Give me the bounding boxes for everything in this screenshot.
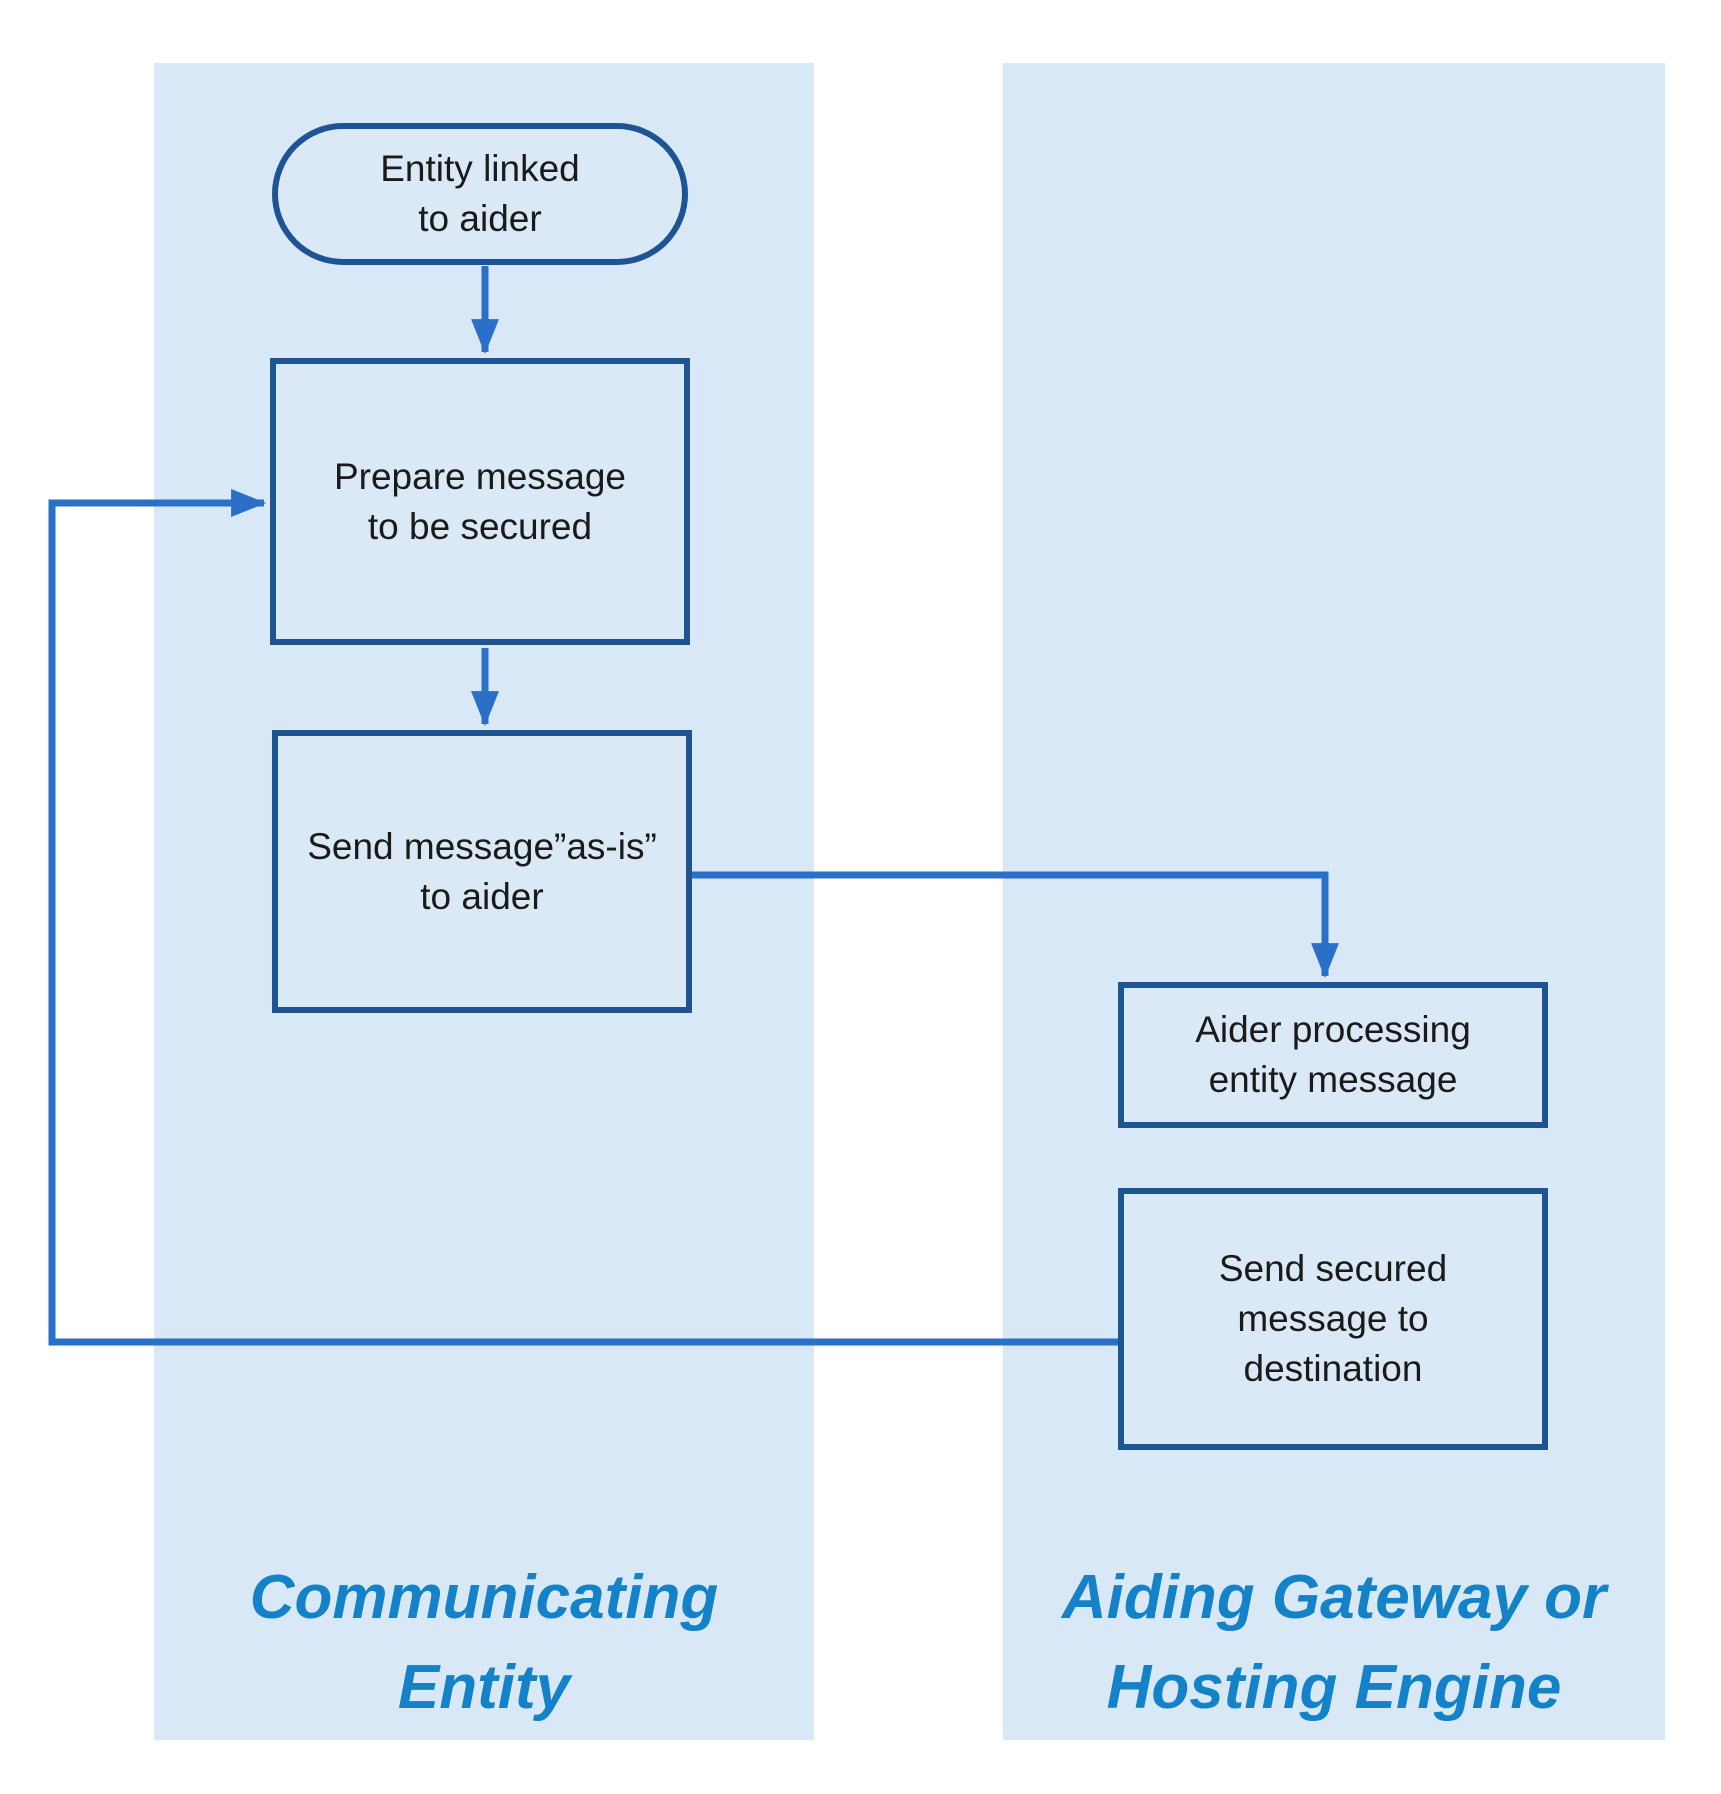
node-prepare-message: Prepare message to be secured [270, 358, 690, 645]
node-aider-processing: Aider processing entity message [1118, 982, 1548, 1128]
lane-label-aiding-gateway: Aiding Gateway or Hosting Engine [1061, 1562, 1607, 1722]
node-entity-linked: Entity linked to aider [272, 123, 688, 265]
node-send-secured-label: Send secured message to destination [1218, 1248, 1448, 1389]
lane-aiding-gateway [1003, 63, 1665, 1740]
node-entity-linked-label: Entity linked to aider [380, 148, 580, 239]
node-send-message-as-is: Send message”as-is” to aider [272, 730, 692, 1013]
node-send-message-as-is-label: Send message”as-is” to aider [307, 825, 657, 917]
node-aider-processing-label: Aider processing entity message [1195, 1009, 1471, 1100]
node-prepare-message-label: Prepare message to be secured [333, 455, 627, 547]
node-send-secured: Send secured message to destination [1118, 1188, 1548, 1450]
lane-label-communicating-entity: Communicating Entity [249, 1562, 719, 1722]
